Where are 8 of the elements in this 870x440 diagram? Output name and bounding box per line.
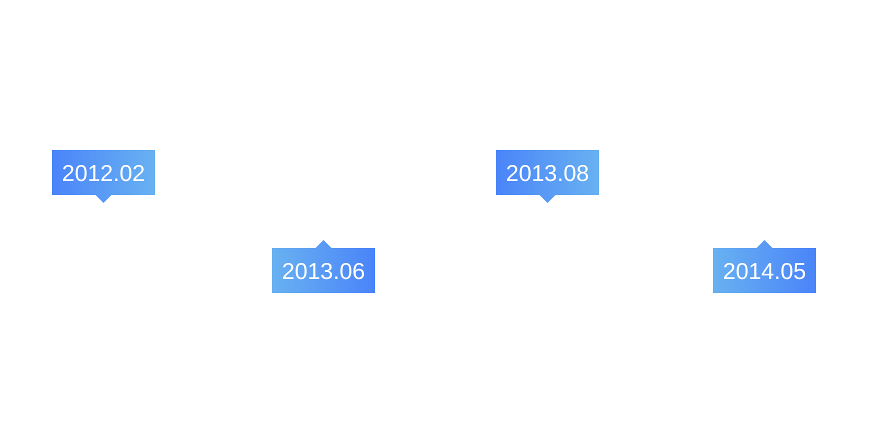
callout-box [496, 150, 599, 203]
date-label: 2013.06 [280, 258, 366, 284]
date-label: 2012.02 [60, 160, 146, 186]
callout-box [272, 240, 375, 293]
callout-box [52, 150, 155, 203]
date-label: 2014.05 [722, 258, 808, 284]
date-label: 2013.08 [504, 160, 590, 186]
callout-box [713, 240, 816, 293]
